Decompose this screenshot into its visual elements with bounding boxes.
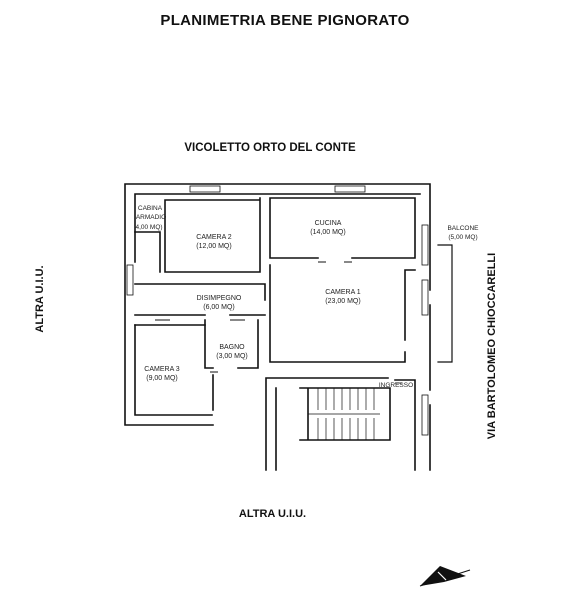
bagno-area: (3,00 MQ)	[216, 353, 248, 360]
wall-camera2	[164, 197, 261, 273]
wall-bagno	[204, 319, 259, 369]
door-marks	[155, 261, 352, 373]
camera3-area: (9,00 MQ)	[146, 375, 178, 382]
wall-disimpegno	[134, 283, 266, 316]
camera2-area: (12,00 MQ)	[196, 243, 231, 250]
cucina-label: CUCINA	[315, 220, 342, 227]
cabina-label-1: CABINA	[138, 205, 163, 212]
outer-wall-inner	[134, 193, 421, 416]
camera2-label: CAMERA 2	[196, 234, 232, 241]
window-marks	[126, 185, 429, 436]
wall-stairs	[265, 377, 391, 471]
cucina-area: (14,00 MQ)	[310, 229, 345, 236]
cabina-area: 4,00 MQ)	[135, 224, 162, 231]
plan-title: PLANIMETRIA BENE PIGNORATO	[160, 12, 410, 29]
cabina-label-2: ARMADIO	[136, 214, 166, 221]
bagno-label: BAGNO	[219, 344, 245, 351]
outer-wall	[124, 183, 431, 471]
wall-cucina	[269, 197, 416, 259]
disimpegno-area: (6,00 MQ)	[203, 304, 235, 311]
compass-arrow-icon	[419, 566, 471, 587]
wall-ingresso	[394, 379, 416, 471]
disimpegno-label: DISIMPEGNO	[197, 295, 242, 302]
stair-treads	[308, 388, 380, 440]
ingresso-label: INGRESSO	[379, 382, 413, 389]
street-label-top: VICOLETTO ORTO DEL CONTE	[184, 142, 356, 154]
camera1-area: (23,00 MQ)	[325, 298, 360, 305]
wall-cabina	[134, 231, 161, 273]
wall-camera3	[134, 324, 214, 411]
balcone-area: (5,00 MQ)	[448, 234, 477, 241]
neighbor-label-bottom: ALTRA U.I.U.	[238, 508, 307, 520]
wall-camera1	[269, 264, 416, 363]
camera1-label: CAMERA 1	[325, 289, 361, 296]
camera3-label: CAMERA 3	[144, 366, 180, 373]
wall-balcone	[437, 244, 453, 363]
balcone-label: BALCONE	[447, 225, 479, 232]
